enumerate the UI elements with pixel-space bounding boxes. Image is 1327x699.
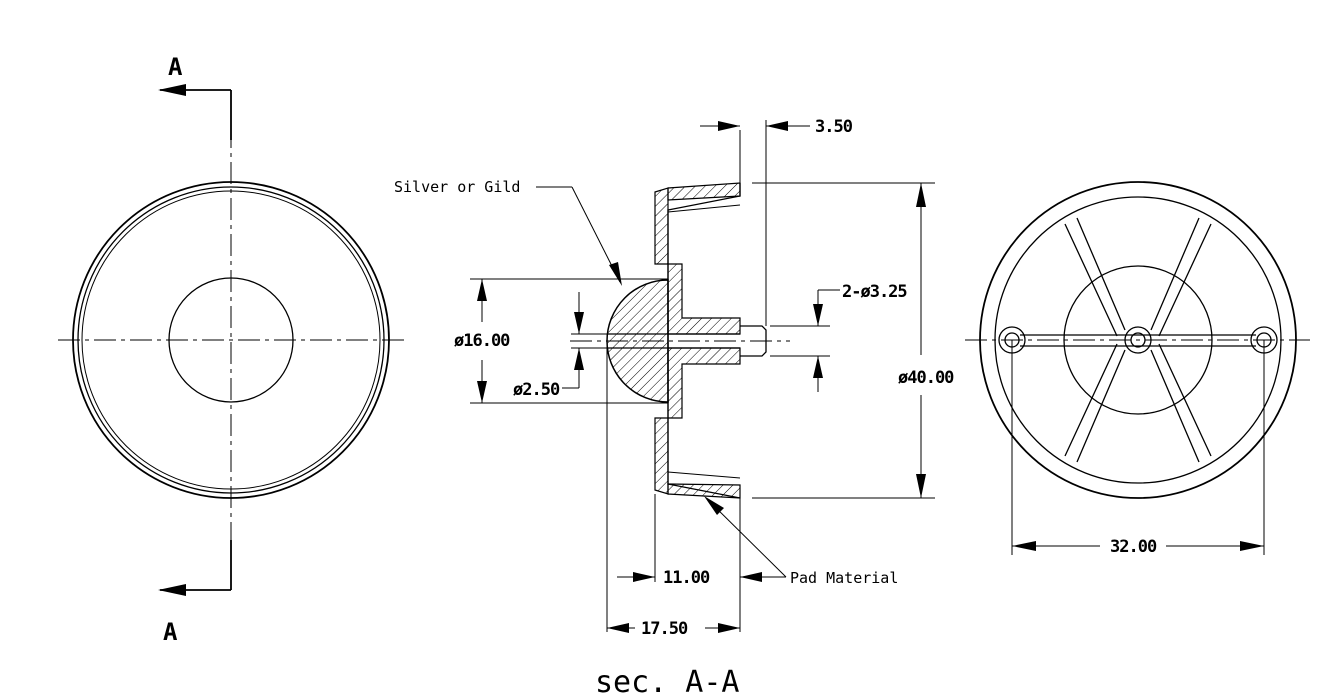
dim-outer-diameter-label: ø40.00 bbox=[898, 368, 954, 388]
dim-hole-spacing-label: 32.00 bbox=[1110, 537, 1157, 557]
dim-wall-gap bbox=[700, 121, 810, 131]
dim-wall-gap-label: 3.50 bbox=[815, 117, 853, 137]
section-mark-bottom: A bbox=[163, 618, 178, 646]
dim-total-depth bbox=[607, 623, 740, 633]
dim-outer-diameter bbox=[752, 182, 935, 499]
label-finish: Silver or Gild bbox=[394, 178, 520, 196]
section-mark-top: A bbox=[168, 53, 183, 81]
dim-holes bbox=[770, 289, 840, 392]
section-title: sec. A-A bbox=[595, 665, 740, 699]
leader-finish bbox=[536, 186, 622, 286]
leader-pad bbox=[704, 496, 787, 578]
dim-dome-diameter bbox=[470, 278, 668, 404]
dim-body-depth-label: 11.00 bbox=[663, 568, 710, 588]
rear-view bbox=[965, 181, 1310, 555]
front-view bbox=[58, 84, 405, 596]
dim-pin-diameter-label: ø2.50 bbox=[513, 380, 560, 400]
label-pad: Pad Material bbox=[790, 569, 898, 587]
dim-total-depth-label: 17.50 bbox=[641, 619, 688, 639]
dim-dome-diameter-label: ø16.00 bbox=[454, 331, 510, 351]
section-view bbox=[570, 120, 790, 632]
dim-body-depth bbox=[617, 572, 786, 582]
dim-pin-diameter bbox=[562, 292, 607, 389]
dim-holes-label: 2-ø3.25 bbox=[842, 282, 907, 302]
